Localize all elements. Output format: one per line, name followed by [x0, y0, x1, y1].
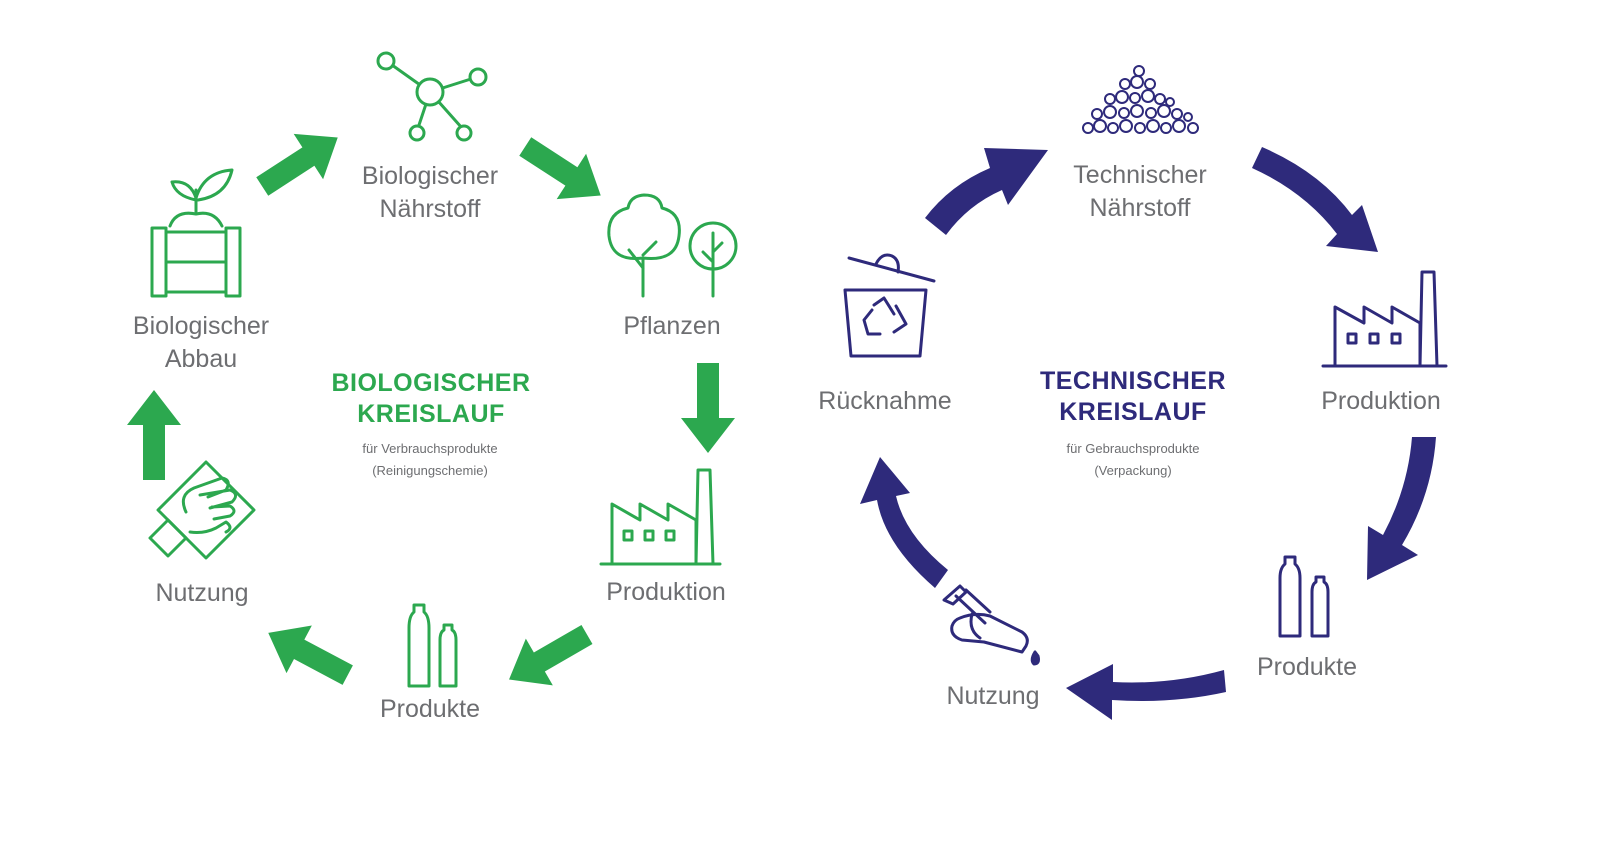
- tech-node-usage-label: Nutzung: [946, 682, 1040, 710]
- bio-cycle-subtitle: für Verbrauchsprodukte(Reinigungschemie): [362, 441, 498, 478]
- tech-cycle-subtitle: für Gebrauchsprodukte(Verpackung): [1066, 441, 1200, 478]
- molecule-icon: [376, 51, 488, 142]
- granulate-pile-icon: [1082, 65, 1199, 134]
- tech-arrow-4: [1066, 664, 1226, 720]
- tech-node-production-label: Produktion: [1321, 387, 1441, 415]
- tech-arrow-1: [925, 148, 1048, 235]
- tech-arrows: [860, 147, 1436, 720]
- bio-arrow-4: [495, 611, 601, 703]
- bio-arrow-5: [255, 609, 361, 699]
- hand-cloth-icon: [148, 460, 256, 560]
- compost-icon: [150, 168, 242, 298]
- bottles-icon: [1278, 555, 1330, 638]
- tech-node-products-label: Produkte: [1256, 653, 1358, 681]
- bio-arrow-6: [127, 390, 181, 480]
- bio-node-production-label: Produktion: [606, 578, 726, 606]
- bio-node-usage-label: Nutzung: [155, 579, 249, 607]
- bio-node-plants-label: Pflanzen: [623, 312, 721, 340]
- tech-arrow-5: [860, 457, 948, 588]
- tech-node-return-label: Rücknahme: [818, 387, 952, 415]
- factory-icon: [599, 468, 722, 566]
- bio-arrow-3: [681, 363, 735, 453]
- tech-arrow-3: [1367, 437, 1436, 580]
- bio-node-products-label: Produkte: [379, 695, 481, 723]
- factory-icon: [1321, 270, 1448, 368]
- recycling-bin-icon: [843, 253, 936, 358]
- tech-arrow-2: [1252, 147, 1378, 252]
- bottles-icon: [407, 603, 458, 688]
- pouring-bottle-icon: [942, 584, 1040, 666]
- trees-icon: [607, 193, 738, 298]
